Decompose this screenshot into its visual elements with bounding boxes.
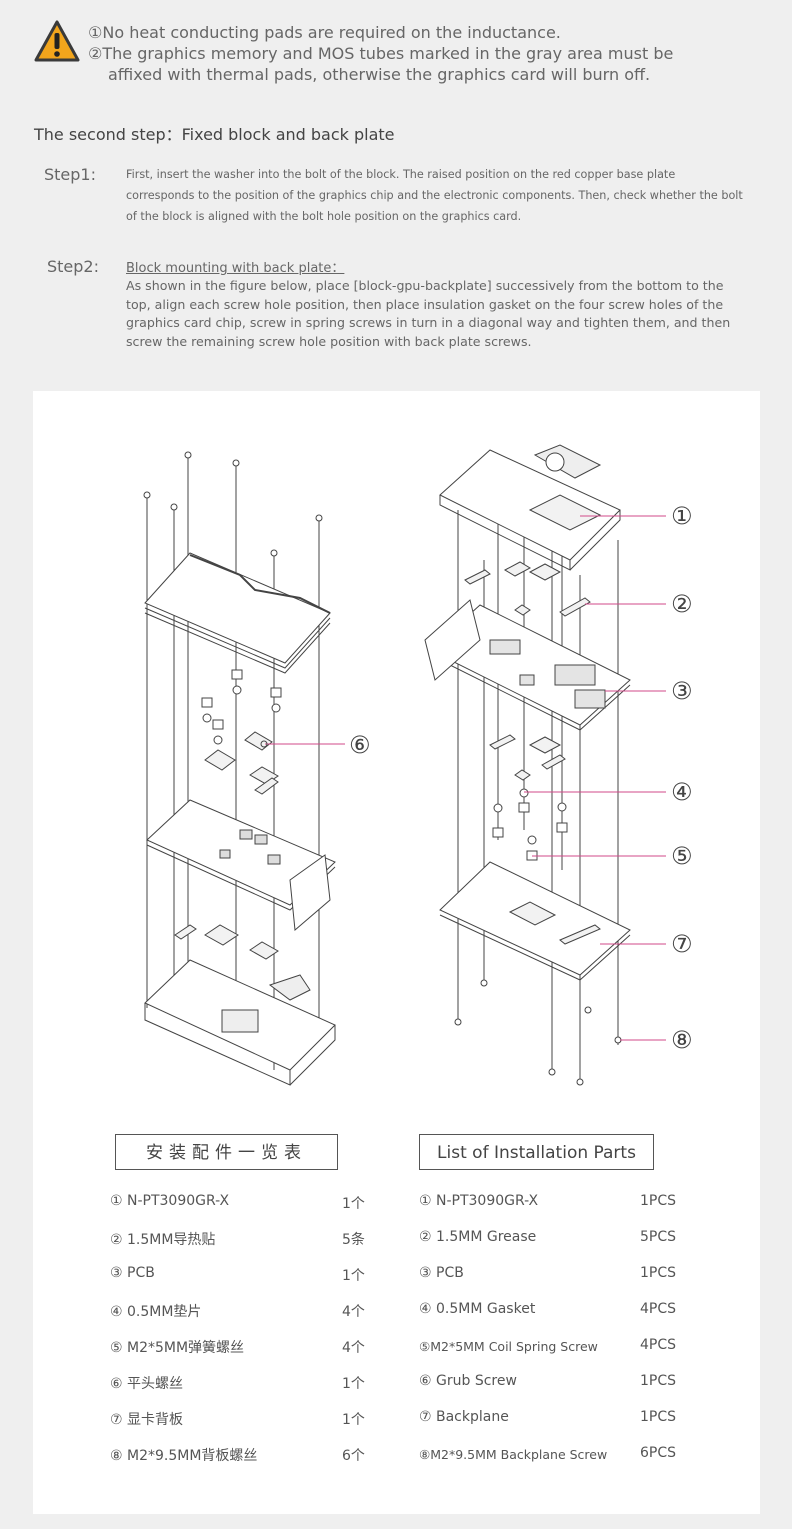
parts-en-row-5: ⑤M2*5MM Coil Spring Screw [419, 1339, 598, 1354]
parts-cn-qty-3: 1个 [342, 1268, 365, 1284]
step1-text: First, insert the washer into the bolt o… [126, 168, 743, 223]
parts-cn-qty-2: 5条 [342, 1232, 365, 1248]
note-line-2: ②The graphics memory and MOS tubes marke… [88, 44, 674, 63]
callout-3: ③ [671, 677, 693, 705]
parts-en-row-7: ⑦ Backplane [419, 1409, 509, 1425]
parts-cn-qty-4: 4个 [342, 1304, 365, 1320]
parts-cn-qty-6: 1个 [342, 1376, 365, 1392]
callout-7: ⑦ [671, 930, 693, 958]
parts-en-row-4: ④ 0.5MM Gasket [419, 1301, 536, 1317]
section-title: The second step：Fixed block and back pla… [34, 125, 395, 144]
parts-en-row-3: ③ PCB [419, 1265, 464, 1281]
parts-en-row-8: ⑧M2*9.5MM Backplane Screw [419, 1447, 608, 1462]
parts-cn-row-8: ⑧ M2*9.5MM背板螺丝 [110, 1448, 258, 1464]
parts-list-cn-title: 安装配件一览表 [115, 1134, 338, 1170]
step2-label: Step2: [47, 257, 99, 276]
parts-cn-row-6: ⑥ 平头螺丝 [110, 1376, 184, 1392]
parts-en-qty-3: 1PCS [640, 1265, 677, 1281]
parts-cn-qty-7: 1个 [342, 1412, 365, 1428]
note-line-3: affixed with thermal pads, otherwise the… [108, 65, 651, 84]
callout-4: ④ [671, 778, 693, 806]
parts-cn-row-3: ③ PCB [110, 1265, 155, 1281]
step1-label: Step1: [44, 165, 96, 184]
parts-cn-qty-5: 4个 [342, 1340, 365, 1356]
parts-en-row-2: ② 1.5MM Grease [419, 1229, 537, 1245]
parts-cn-qty-1: 1个 [342, 1196, 365, 1212]
callout-8: ⑧ [671, 1026, 693, 1054]
assembly-panel [33, 391, 760, 1514]
parts-list-en-title: List of Installation Parts [419, 1134, 654, 1170]
parts-en-row-1: ① N-PT3090GR-X [419, 1193, 539, 1209]
step2-heading: Block mounting with back plate： [126, 261, 345, 276]
parts-en-qty-8: 6PCS [640, 1445, 677, 1461]
parts-cn-row-5: ⑤ M2*5MM弹簧螺丝 [110, 1340, 245, 1356]
parts-en-qty-2: 5PCS [640, 1229, 677, 1245]
callout-1: ① [671, 502, 693, 530]
callout-5: ⑤ [671, 842, 693, 870]
parts-en-qty-1: 1PCS [640, 1193, 677, 1209]
parts-en-qty-6: 1PCS [640, 1373, 677, 1389]
parts-en-qty-5: 4PCS [640, 1337, 677, 1353]
parts-cn-row-2: ② 1.5MM导热贴 [110, 1232, 216, 1248]
note-line-1: ①No heat conducting pads are required on… [88, 23, 561, 42]
parts-cn-qty-8: 6个 [342, 1448, 365, 1464]
parts-cn-row-4: ④ 0.5MM垫片 [110, 1304, 202, 1320]
step2-text: As shown in the figure below, place [blo… [126, 278, 731, 349]
parts-en-qty-4: 4PCS [640, 1301, 677, 1317]
callout-6: ⑥ [349, 731, 371, 759]
parts-en-row-6: ⑥ Grub Screw [419, 1373, 517, 1389]
parts-cn-row-7: ⑦ 显卡背板 [110, 1412, 184, 1428]
parts-en-qty-7: 1PCS [640, 1409, 677, 1425]
callout-2: ② [671, 590, 693, 618]
parts-cn-row-1: ① N-PT3090GR-X [110, 1193, 230, 1209]
warning-notes: ①No heat conducting pads are required on… [88, 22, 673, 85]
warning-icon [34, 20, 80, 62]
